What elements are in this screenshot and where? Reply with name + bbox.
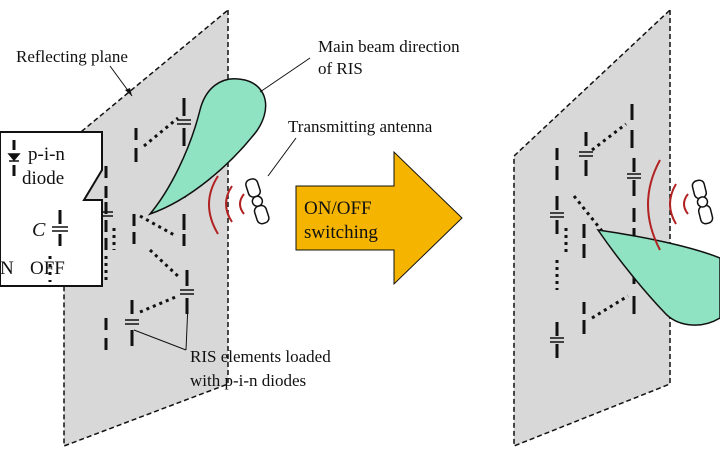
main-beam-label-line1: Main beam direction — [318, 37, 460, 56]
right-ris-panel — [513, 8, 720, 448]
ris-elements-label-line2: with p-i-n diodes — [190, 371, 306, 390]
main-beam-label-line2: of RIS — [318, 59, 363, 78]
pin-label-line2: diode — [22, 168, 64, 189]
left-radio-waves — [208, 175, 245, 235]
off-state-label: OFF — [30, 258, 65, 279]
reflecting-plane-label: Reflecting plane — [16, 47, 128, 66]
right-transmit-antenna — [691, 179, 714, 225]
left-main-beam — [147, 78, 267, 216]
right-radio-waves — [647, 159, 689, 251]
arrow-label-line2: switching — [304, 222, 378, 243]
ris-elements-label-line1: RIS elements loaded — [190, 347, 331, 366]
right-reflecting-plane — [513, 8, 671, 448]
capacitor-symbol — [52, 210, 68, 246]
left-leader-arrowheads — [125, 88, 132, 96]
left-ris-panel — [63, 8, 311, 448]
left-element-column-1 — [104, 128, 138, 350]
left-dotted-links — [104, 116, 182, 314]
transmitting-antenna-label: Transmitting antenna — [288, 117, 433, 136]
pin-label-line1: p-i-n — [28, 144, 65, 165]
left-transmit-antenna — [245, 178, 270, 225]
right-main-beam — [596, 229, 720, 326]
right-element-columns — [555, 104, 636, 358]
switching-arrow — [295, 150, 463, 286]
arrow-label-line1: ON/OFF — [304, 198, 372, 219]
right-capacitors — [550, 151, 641, 343]
on-state-label: N — [0, 258, 14, 279]
diode-symbol — [7, 140, 21, 176]
capacitance-label: C — [32, 219, 46, 241]
pin-diode-callout — [0, 131, 103, 287]
